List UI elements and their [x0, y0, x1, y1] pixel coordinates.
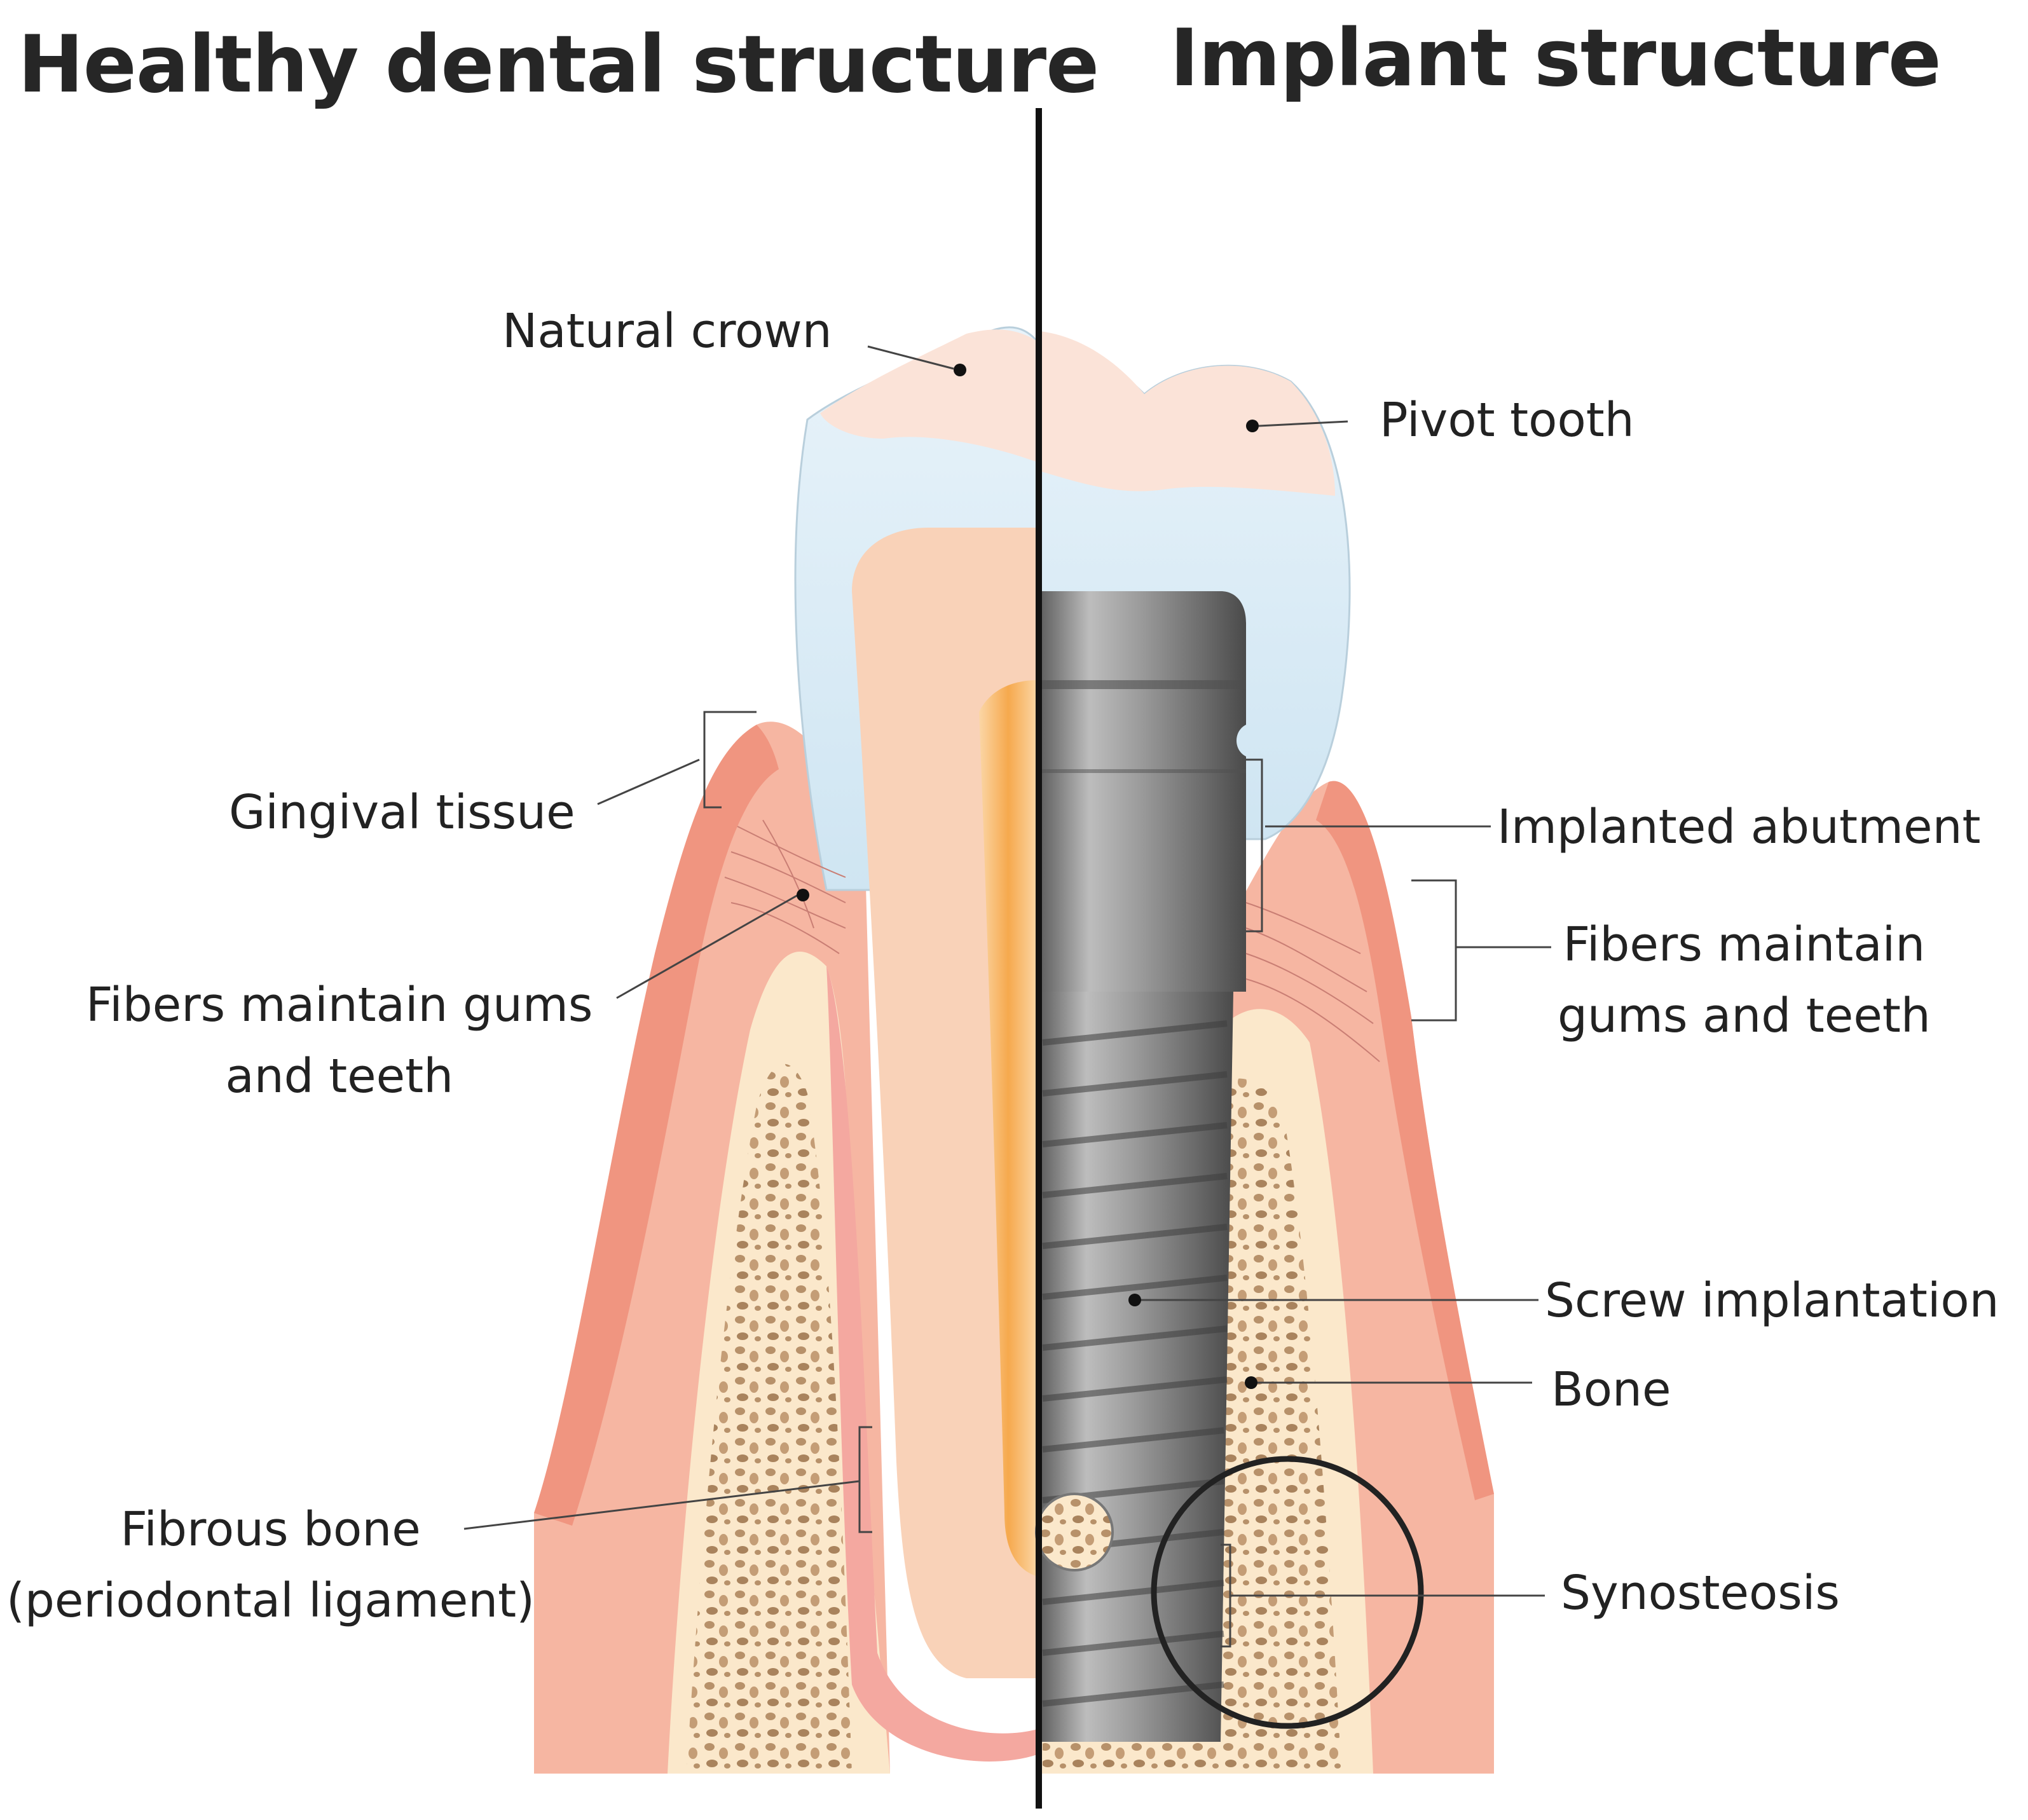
label-fibrous-bone-line1: Fibrous bone	[120, 1502, 421, 1557]
label-fibers-right-line1: Fibers maintain	[1563, 917, 1926, 972]
label-fibers-right-line2: gums and teeth	[1558, 989, 1931, 1043]
label-fibrous-bone-line2: (periodontal ligament)	[6, 1573, 535, 1628]
label-screw-implantation: Screw implantation	[1545, 1273, 1999, 1328]
label-fibers-left-line2: and teeth	[225, 1049, 454, 1104]
label-fibers-right: Fibers maintain gums and teeth	[1558, 909, 1931, 1051]
implant-crown	[1038, 329, 1351, 840]
label-pivot-tooth: Pivot tooth	[1380, 393, 1634, 448]
label-natural-crown: Natural crown	[502, 304, 832, 359]
label-fibrous-bone: Fibrous bone (periodontal ligament)	[6, 1494, 535, 1636]
label-implanted-abutment: Implanted abutment	[1497, 800, 1981, 854]
label-bone: Bone	[1551, 1362, 1671, 1417]
heading-healthy: Healthy dental structure	[18, 19, 1099, 111]
label-fibers-left-line1: Fibers maintain gums	[86, 978, 593, 1032]
label-gingival-tissue: Gingival tissue	[229, 785, 575, 840]
implant-abutment	[1038, 591, 1246, 992]
healthy-fibers	[724, 819, 846, 954]
heading-implant: Implant structure	[1170, 13, 1942, 104]
healthy-crown	[794, 326, 1038, 1678]
leader-lines	[463, 345, 1551, 1648]
label-fibers-left: Fibers maintain gums and teeth	[86, 969, 593, 1112]
label-synosteosis: Synosteosis	[1561, 1566, 1840, 1620]
implant-screw	[1035, 992, 1233, 1742]
synosteosis-circle	[1151, 1456, 1424, 1729]
implant-fibers	[1245, 902, 1380, 1062]
leader-dots	[797, 364, 1259, 1389]
